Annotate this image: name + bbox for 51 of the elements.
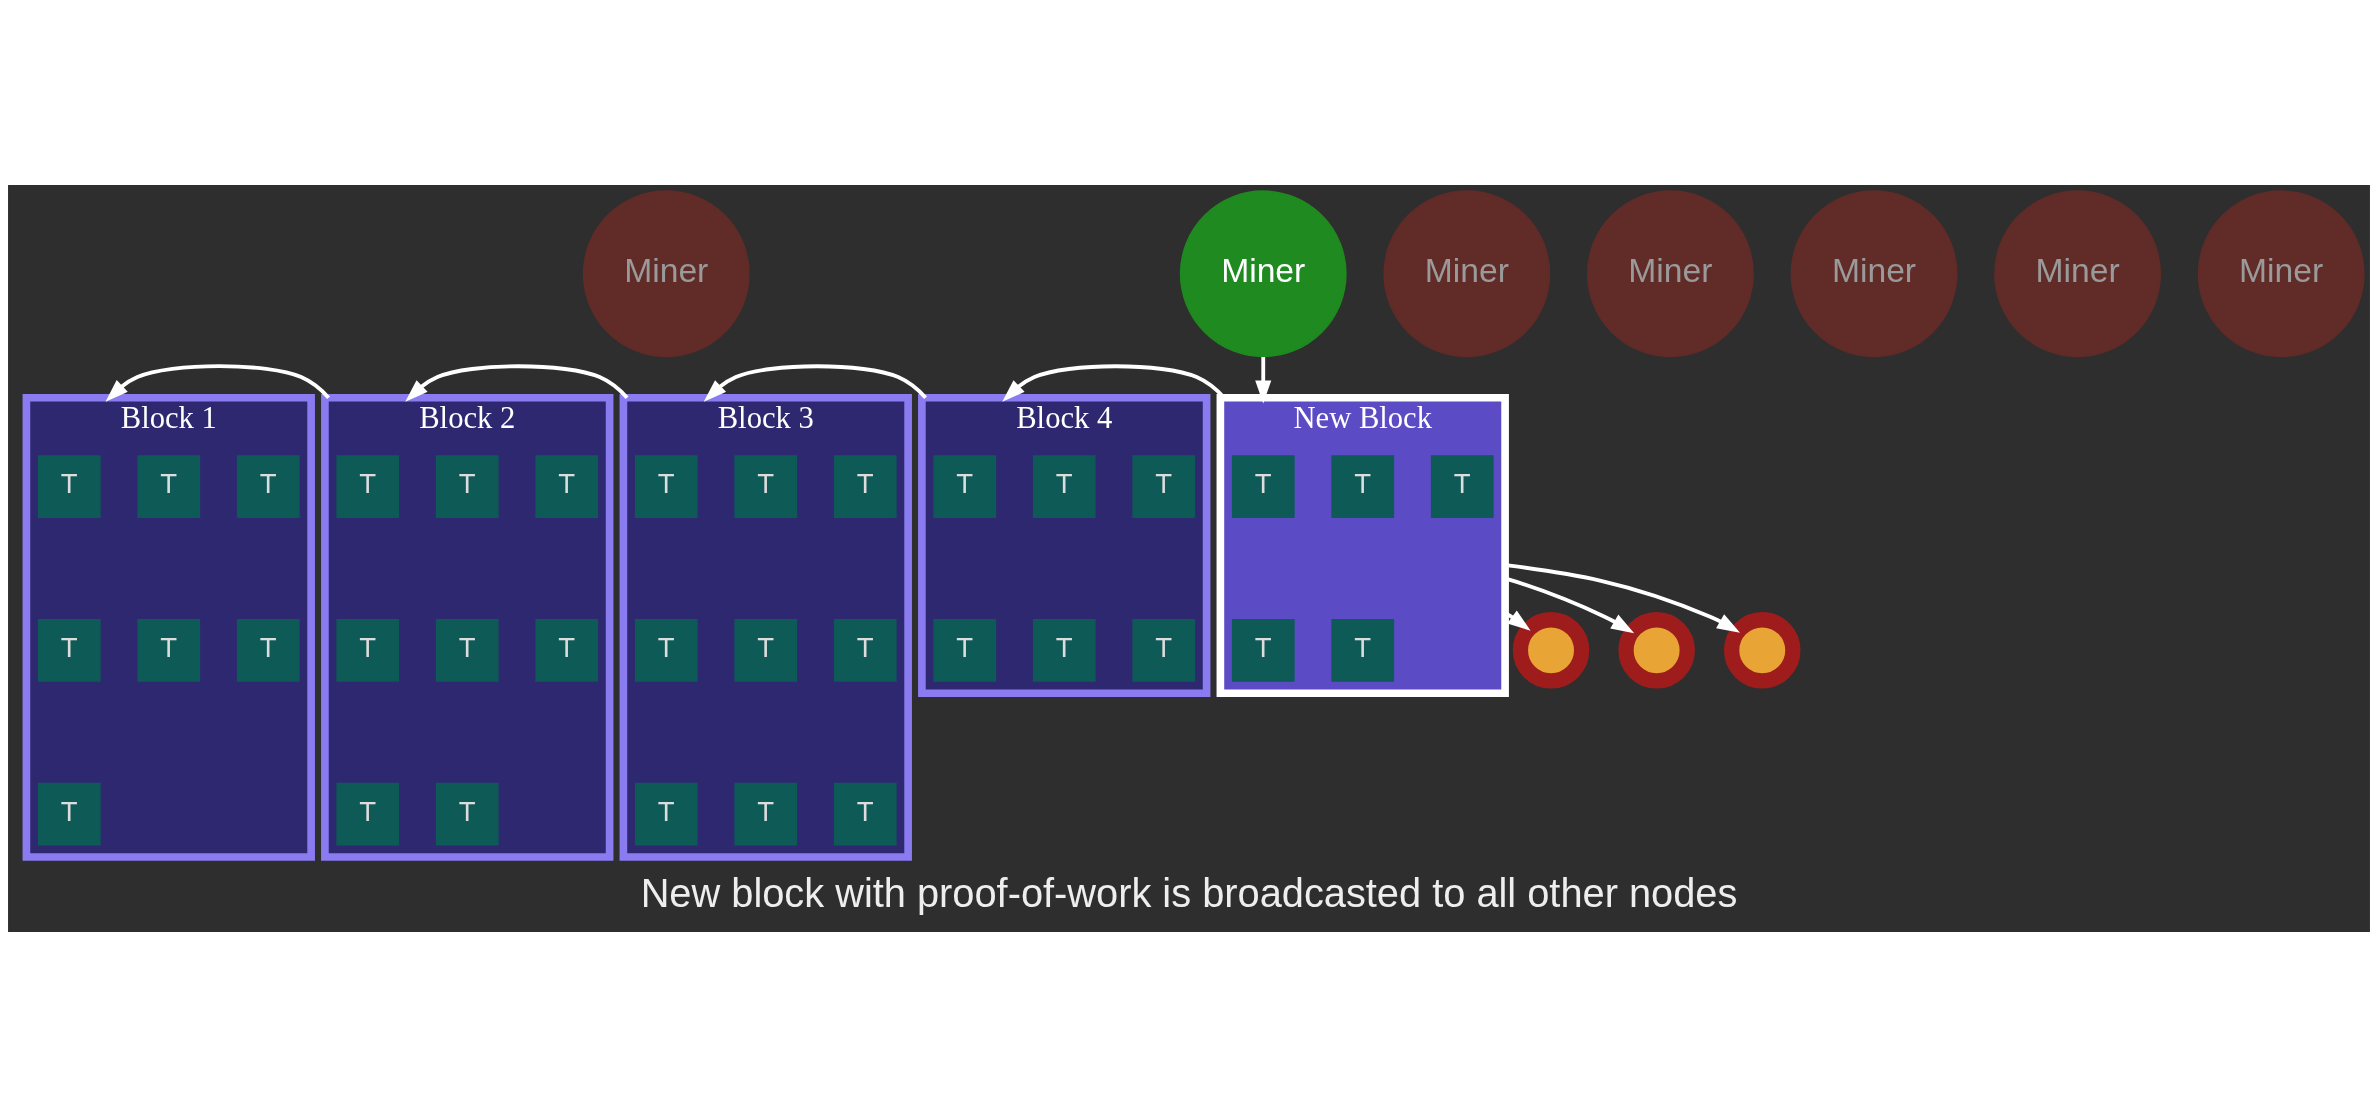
node-box: T [535,618,599,682]
node-circle: Miner [2197,190,2365,358]
node-box: T [1231,455,1295,518]
node-circle [1512,612,1590,689]
node-box: T [37,782,101,846]
arrow [1002,364,1226,402]
node-box: T [933,618,997,682]
node-circle: Miner [1587,190,1754,358]
node-box: T [37,618,101,682]
node-box: T [1430,455,1494,518]
node-box: T [1331,455,1395,518]
node-circle: Miner [1790,190,1958,358]
node-box: T [833,618,897,682]
node-box: T [1331,618,1395,682]
node-circle: Miner [1179,190,1347,358]
arrow [405,364,629,402]
node-box: T [1032,618,1096,682]
node-box: T [933,455,997,518]
node-box: T [1132,618,1196,682]
node-box: T [535,455,599,518]
node-circle [1618,612,1695,689]
node-box: T [137,618,201,682]
node-box: T [236,618,300,682]
node-box: T [634,455,698,518]
node-box: T [137,455,201,518]
node-circle: Miner [1994,190,2161,358]
arrow [1255,357,1272,404]
node-box: T [1032,455,1096,518]
node-box: T [435,455,499,518]
node-box: T [734,782,798,846]
node-box: T [734,618,798,682]
caption: New block with proof-of-work is broadcasted to all other nodes [640,871,1738,916]
arrow [105,364,330,402]
node-box: T [1132,455,1196,518]
node-box: T [336,455,400,518]
node-box: T [435,618,499,682]
arrow [703,364,927,402]
node-circle: Miner [582,190,750,358]
node-box: T [634,782,698,846]
node-box: T [37,455,101,518]
node-circle: Miner [1383,190,1551,358]
node-box: T [435,782,499,846]
node-box: T [634,618,698,682]
node-box: T [336,618,400,682]
node-box: T [236,455,300,518]
node-box: T [336,782,400,846]
node-box: T [833,782,897,846]
node-box: T [734,455,798,518]
node-circle [1724,612,1801,689]
node-box: T [833,455,897,518]
node-box: T [1231,618,1295,682]
